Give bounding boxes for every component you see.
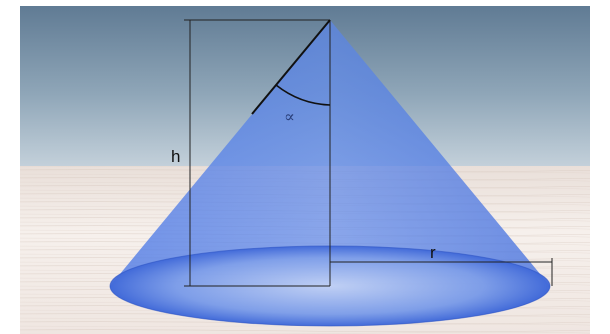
angle-label: ∝ (284, 107, 295, 126)
angle-arc (275, 84, 331, 106)
height-label: h (171, 147, 180, 166)
radius-label: r (430, 243, 436, 262)
slant-edge-marker (251, 19, 331, 115)
